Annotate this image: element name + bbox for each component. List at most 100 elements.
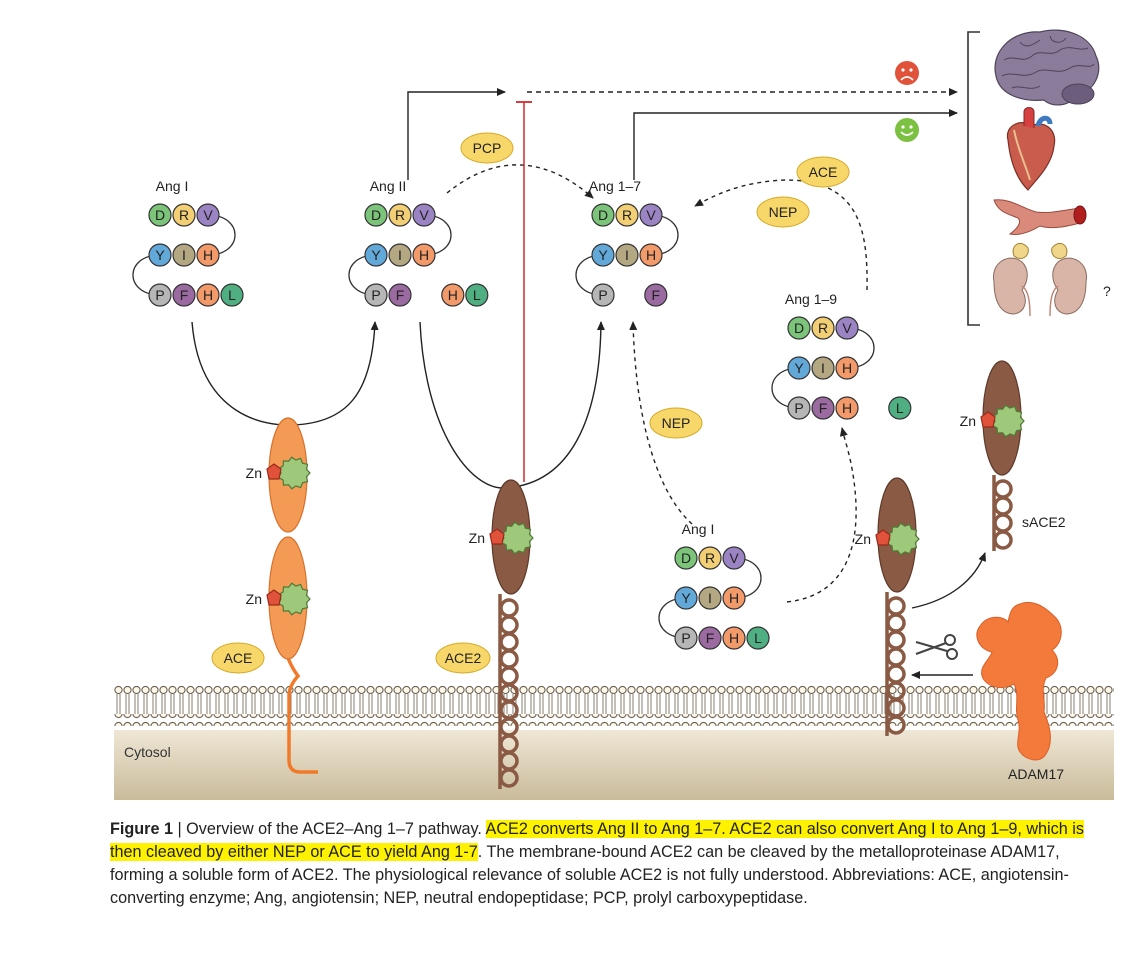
zinc-ion-icon [980, 411, 996, 428]
residue-l: L [220, 283, 244, 307]
svg-text:H: H [419, 247, 429, 263]
svg-text:Y: Y [794, 360, 804, 376]
residue-h: H [722, 626, 746, 650]
blood-vessel-icon [993, 199, 1087, 235]
heart-icon [1006, 107, 1056, 191]
ace2-active-site: Zn [469, 521, 534, 555]
residue-h: H [835, 396, 859, 420]
svg-text:V: V [419, 207, 429, 223]
ace2-enzyme: Zn [469, 479, 534, 789]
svg-text:I: I [625, 247, 629, 263]
residue-p: P [591, 283, 615, 307]
residue-y: Y [148, 243, 172, 267]
residue-v: V [196, 203, 220, 227]
svg-text:V: V [646, 207, 656, 223]
zn-label: Zn [855, 531, 871, 547]
fragment-residue-l: L [465, 283, 489, 307]
svg-text:L: L [228, 287, 236, 303]
svg-text:V: V [203, 207, 213, 223]
residue-p: P [674, 626, 698, 650]
residue-h: H [196, 283, 220, 307]
sace2-coil [992, 475, 1013, 551]
dashed-arrow-nep-ang1-to-ang17 [629, 321, 693, 525]
svg-text:P: P [794, 400, 803, 416]
svg-text:D: D [155, 207, 165, 223]
svg-text:D: D [371, 207, 381, 223]
dashed-arrow-ace-nep-to-ang17 [694, 179, 868, 291]
ace-label: ACE [224, 650, 253, 666]
kidneys-icon: ? [993, 243, 1111, 317]
residue-h: H [196, 243, 220, 267]
zinc-ion-icon [266, 589, 282, 606]
fragment-residue-h: H [441, 283, 465, 307]
residue-d: D [674, 546, 698, 570]
sace2: Zn sACE2 [960, 360, 1066, 551]
residue-r: R [811, 316, 835, 340]
pathway-arrows [191, 88, 986, 679]
svg-text:L: L [473, 287, 481, 303]
svg-text:R: R [179, 207, 189, 223]
svg-text:H: H [203, 287, 213, 303]
svg-text:R: R [705, 550, 715, 566]
figure-label: Figure 1 [110, 820, 173, 838]
residue-l: L [746, 626, 770, 650]
svg-text:R: R [395, 207, 405, 223]
ace2-shedding: Zn [855, 477, 920, 736]
svg-text:H: H [729, 630, 739, 646]
svg-text:P: P [681, 630, 690, 646]
nep-top-bubble: NEP [756, 196, 810, 228]
svg-text:F: F [652, 287, 661, 303]
adam17: ADAM17 [915, 602, 1064, 782]
caption-title: Overview of the ACE2–Ang 1–7 pathway. [186, 820, 482, 838]
ace-top-bubble: ACE [796, 156, 850, 188]
svg-text:H: H [646, 247, 656, 263]
residue-h: H [412, 243, 436, 267]
svg-text:R: R [818, 320, 828, 336]
peptide-label: Ang I [156, 178, 189, 194]
svg-text:F: F [180, 287, 189, 303]
zn-label: Zn [960, 413, 976, 429]
zinc-ion-icon [266, 463, 282, 480]
residue-p: P [364, 283, 388, 307]
scissors-icon [915, 634, 958, 660]
dashed-arrow-pcp [446, 164, 594, 199]
adam17-label: ADAM17 [1008, 766, 1064, 782]
svg-text:H: H [729, 590, 739, 606]
pcp-label: PCP [473, 140, 502, 156]
figure-caption: Figure 1 | Overview of the ACE2–Ang 1–7 … [110, 818, 1100, 910]
residue-y: Y [591, 243, 615, 267]
residue-v: V [835, 316, 859, 340]
residue-i: I [811, 356, 835, 380]
ace-top-label: ACE [809, 164, 838, 180]
svg-text:L: L [754, 630, 762, 646]
svg-text:I: I [708, 590, 712, 606]
arrow-ang2-to-effects [407, 88, 506, 180]
residue-i: I [388, 243, 412, 267]
svg-text:H: H [842, 400, 852, 416]
enzyme-bubbles: PCP ACE NEP NEP ACE ACE2 [211, 132, 850, 674]
brain-icon [994, 29, 1100, 106]
happy-face-icon [895, 118, 919, 142]
residue-y: Y [787, 356, 811, 380]
inhibition-line [516, 101, 532, 482]
cytosol-region [114, 730, 1114, 800]
nep-mid-bubble: NEP [649, 407, 703, 439]
residue-d: D [148, 203, 172, 227]
peptide-label: Ang II [370, 178, 407, 194]
arrow-ace-to-ang2 [287, 321, 379, 426]
residue-d: D [787, 316, 811, 340]
residue-r: R [615, 203, 639, 227]
peptide-label: Ang 1–7 [589, 178, 641, 194]
svg-text:V: V [842, 320, 852, 336]
residue-f: F [698, 626, 722, 650]
cytosol-label: Cytosol [124, 744, 171, 760]
svg-text:H: H [842, 360, 852, 376]
svg-text:R: R [622, 207, 632, 223]
svg-text:I: I [821, 360, 825, 376]
residue-h: H [722, 586, 746, 610]
residue-r: R [172, 203, 196, 227]
svg-text:P: P [598, 287, 607, 303]
organ-bracket [967, 31, 980, 326]
caption-rest: . The membrane-bound ACE2 can be cleaved… [110, 843, 1069, 907]
